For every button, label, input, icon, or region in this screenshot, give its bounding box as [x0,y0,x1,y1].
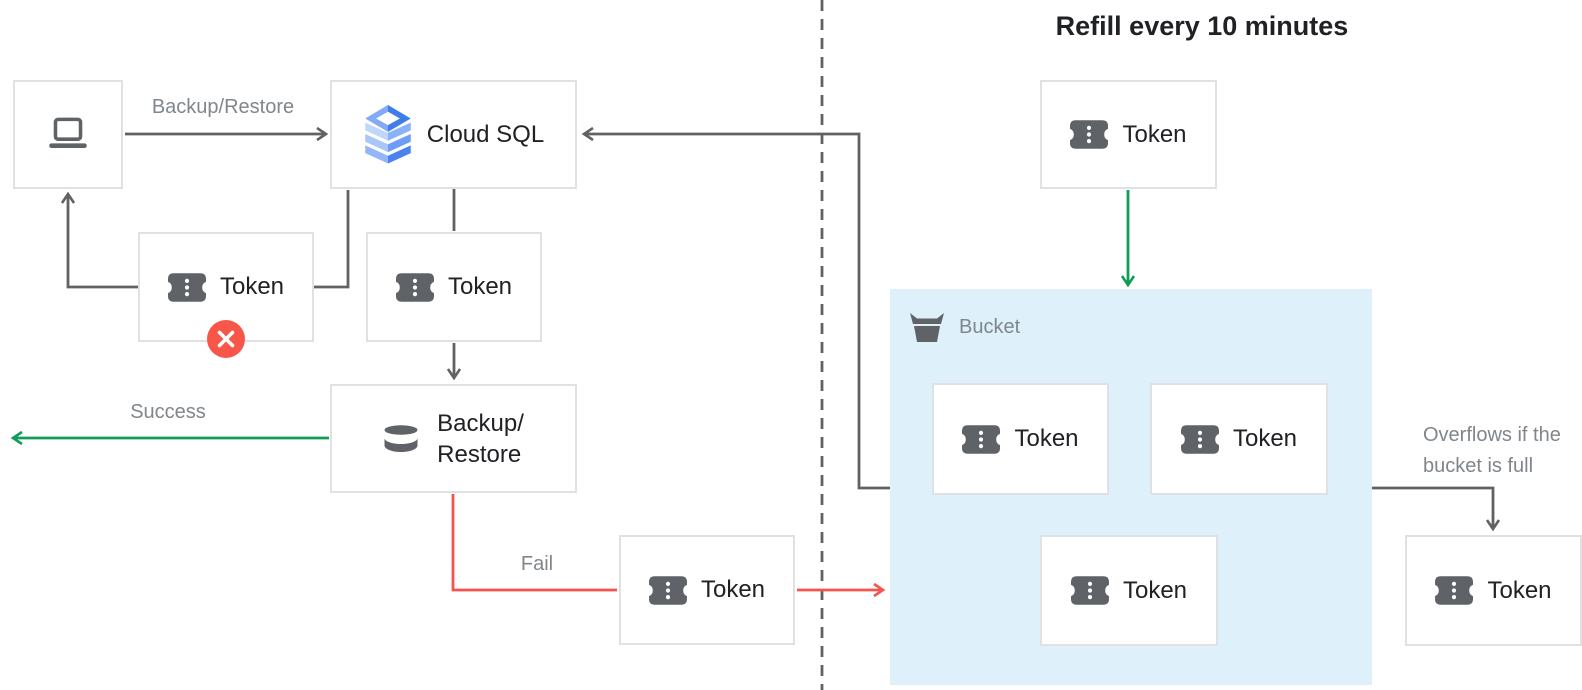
edge-label-backup-restore: Backup/Restore [151,96,295,118]
overflow-note-line1: Overflows if the [1423,424,1561,446]
bucket-icon [910,313,944,342]
token-label: Token [1014,425,1079,452]
token-node-fail: Token [619,535,795,645]
token-node-refill: Token [1040,80,1217,189]
connector-bucket-to-overflow [1372,486,1501,532]
connector-token-to-client [60,191,138,289]
token-ticket-icon [962,424,1001,454]
edge-label-success: Success [130,401,206,423]
client-node [13,80,123,189]
overflow-note-line2: bucket is full [1423,455,1534,477]
token-node-bucket-3: Token [1040,535,1218,646]
token-label: Token [1232,425,1298,452]
bucket-label: Bucket [959,315,1021,338]
overflow-note: Overflows if the bucket is full [1423,420,1561,482]
backup-restore-label: Backup/ Restore [437,408,524,470]
token-label: Token [1122,576,1188,604]
laptop-icon [49,117,87,148]
token-ticket-icon [1435,576,1474,605]
cloud-sql-node: Cloud SQL [330,80,577,189]
token-label: Token [700,576,766,603]
token-label: Token [1122,120,1187,148]
token-label: Token [219,273,285,300]
token-node-overflow: Token [1405,535,1582,646]
token-ticket-icon [648,575,687,605]
cloud-sql-icon [365,104,411,163]
bucket-tag: Bucket [908,311,1020,343]
cloud-sql-label: Cloud SQL [426,120,545,148]
token-node-bucket-1: Token [932,383,1109,495]
token-ticket-icon [167,272,206,302]
edge-label-fail: Fail [520,553,554,575]
token-label: Token [1487,576,1552,604]
backup-restore-line1: Backup/ [437,409,524,437]
connector-cloudsql-to-tokenx [314,190,350,289]
token-ticket-icon [1180,424,1219,454]
token-ticket-icon [1070,120,1109,149]
error-x-icon [207,320,245,358]
token-node-consumed: Token [366,232,542,342]
diagram-title: Refill every 10 minutes [1055,11,1349,41]
token-label: Token [447,273,513,300]
connector-bucket-to-cloudsql [581,126,890,490]
backup-restore-line2: Restore [437,440,522,468]
backup-restore-node: Backup/ Restore [330,384,577,493]
token-node-bucket-2: Token [1150,383,1328,495]
token-ticket-icon [395,272,434,302]
token-ticket-icon [1070,576,1109,605]
database-icon [384,424,418,452]
